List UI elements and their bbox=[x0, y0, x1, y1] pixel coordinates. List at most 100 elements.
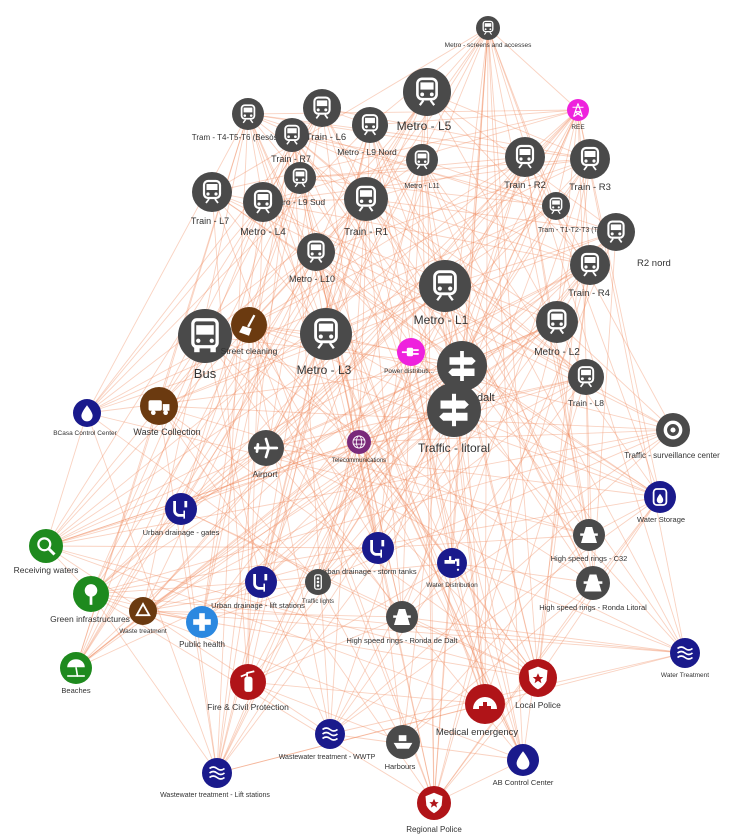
node-hsr-dalt[interactable]: High speed rings - Ronda de Dalt bbox=[347, 601, 459, 645]
node-bcasa[interactable]: BCasa Control Center bbox=[53, 399, 118, 437]
node-label: Waste Collection bbox=[133, 427, 200, 437]
node-metro-l5[interactable]: Metro - L5 bbox=[397, 68, 452, 133]
node-regional-police[interactable]: Regional Police bbox=[406, 786, 462, 834]
dependency-edge bbox=[142, 321, 558, 612]
node-power-dist[interactable]: Power distributi... bbox=[384, 338, 434, 375]
node-telecom[interactable]: Telecommunications bbox=[332, 430, 386, 464]
node-metro-access[interactable]: Metro - screens and accesses bbox=[445, 16, 532, 49]
node-ab-control[interactable]: AB Control Center bbox=[493, 744, 554, 787]
node-hsr-c32[interactable]: High speed rings - C32 bbox=[551, 519, 628, 563]
dependency-edge bbox=[247, 109, 579, 115]
node-label: Telecommunications bbox=[332, 458, 386, 464]
node-traffic-lights[interactable]: Traffic lights bbox=[302, 569, 334, 605]
dependency-edge bbox=[487, 27, 557, 207]
node-metro-l9n[interactable]: Metro - L9 Nord bbox=[337, 107, 397, 157]
train-icon bbox=[547, 309, 567, 335]
node-receiving-waters[interactable]: Receiving waters bbox=[14, 529, 79, 575]
bus-icon bbox=[191, 318, 219, 353]
dependency-edge bbox=[180, 508, 539, 679]
node-beaches[interactable]: Beaches bbox=[60, 652, 92, 695]
node-metro-l11[interactable]: Metro - L11 bbox=[404, 144, 440, 190]
node-ww-lift[interactable]: Wastewater treatment - Lift stations bbox=[160, 758, 270, 799]
node-wwtp[interactable]: Wastewater treatment - WWTP bbox=[279, 719, 376, 761]
dependency-edge bbox=[377, 109, 579, 549]
umbrella-icon bbox=[67, 659, 85, 677]
node-disc bbox=[129, 597, 157, 625]
dependency-edge bbox=[365, 198, 686, 654]
dependency-edge bbox=[158, 285, 446, 407]
dependency-edge bbox=[247, 562, 453, 683]
node-street-cleaning[interactable]: Street cleaning bbox=[221, 307, 278, 356]
node-waste-collection[interactable]: Waste Collection bbox=[133, 387, 201, 437]
dependency-edge bbox=[247, 113, 587, 378]
node-train-r3[interactable]: Train - R3 bbox=[569, 139, 611, 193]
node-hsr-litoral[interactable]: High speed rings - Ronda Litoral bbox=[539, 566, 647, 612]
node-traffic-surv[interactable]: Traffic - surveillance center bbox=[624, 413, 720, 460]
node-metro-l1[interactable]: Metro - L1 bbox=[414, 260, 471, 327]
dependency-edge bbox=[329, 652, 686, 735]
node-water-dist[interactable]: Water Distribution bbox=[426, 548, 478, 589]
dependency-edge bbox=[201, 201, 264, 623]
node-train-r6[interactable]: Train - L6 bbox=[303, 89, 346, 143]
node-disc bbox=[344, 177, 388, 221]
node-train-r4[interactable]: Train - R4 bbox=[568, 245, 610, 299]
node-train-l7[interactable]: Train - L7 bbox=[191, 172, 232, 226]
node-ree[interactable]: REE bbox=[567, 99, 589, 131]
node-disc bbox=[352, 107, 388, 143]
node-disc bbox=[243, 182, 283, 222]
dependency-edge bbox=[317, 581, 404, 743]
node-local-police[interactable]: Local Police bbox=[515, 659, 561, 710]
node-water-storage[interactable]: Water Storage bbox=[637, 481, 685, 524]
node-label: Metro - L9 Sud bbox=[269, 197, 325, 207]
node-tram-t4[interactable]: Tram - T4-T5-T6 (Besòs) bbox=[192, 98, 281, 142]
node-train-r2[interactable]: Train - R2 bbox=[504, 137, 546, 191]
node-water-treatment[interactable]: Water Treatment bbox=[661, 638, 709, 679]
node-bus[interactable]: Bus bbox=[178, 309, 232, 381]
node-metro-l10[interactable]: Metro - L10 bbox=[289, 233, 335, 284]
node-ud-gates[interactable]: Urban drainage - gates bbox=[143, 493, 220, 537]
node-metro-l3[interactable]: Metro - L3 bbox=[297, 308, 352, 377]
node-ud-storm[interactable]: Urban drainage - storm tanks bbox=[319, 532, 417, 576]
node-train-r7[interactable]: Train - R7 bbox=[271, 118, 311, 164]
dependency-edge bbox=[247, 681, 486, 705]
dependency-edge bbox=[216, 703, 486, 774]
dependency-edge bbox=[401, 351, 412, 618]
node-tram-t1[interactable]: Tram - T1-T2-T3 (Tram B... bbox=[538, 192, 622, 234]
dependency-edge bbox=[260, 251, 317, 583]
dependency-edge bbox=[216, 441, 360, 774]
node-airport[interactable]: Airport bbox=[248, 430, 284, 479]
node-disc bbox=[29, 529, 63, 563]
dependency-edge bbox=[556, 321, 674, 431]
node-waste-treatment[interactable]: Waste treatment bbox=[119, 597, 167, 635]
train-icon bbox=[515, 144, 535, 169]
node-train-r1[interactable]: Train - R1 bbox=[344, 177, 389, 238]
node-label: Fire & Civil Protection bbox=[207, 702, 289, 712]
drain-pipe-icon bbox=[253, 574, 268, 592]
node-harbours[interactable]: Harbours bbox=[385, 725, 420, 771]
node-label: Train - R3 bbox=[569, 182, 611, 193]
dependency-edge bbox=[204, 335, 403, 618]
node-fire[interactable]: Fire & Civil Protection bbox=[207, 664, 289, 712]
node-metro-l9s[interactable]: Metro - L9 Sud bbox=[269, 162, 325, 207]
node-public-health[interactable]: Public health bbox=[179, 606, 225, 649]
node-ud-lift[interactable]: Urban drainage - lift stations bbox=[211, 566, 305, 610]
dependency-edge bbox=[444, 231, 617, 287]
node-disc bbox=[419, 260, 471, 312]
water-drop-icon bbox=[516, 751, 530, 770]
node-train-r2n[interactable]: R2 nord bbox=[597, 213, 671, 269]
node-metro-l2[interactable]: Metro - L2 bbox=[534, 301, 580, 358]
dependency-edge bbox=[453, 409, 661, 498]
dependency-edge bbox=[487, 27, 579, 111]
dependency-edge bbox=[75, 324, 250, 669]
node-train-l8[interactable]: Train - L8 bbox=[568, 359, 604, 408]
node-traffic-litoral[interactable]: Traffic - litoral bbox=[418, 383, 490, 455]
node-medical[interactable]: Medical emergency bbox=[436, 684, 519, 738]
dependency-edge bbox=[158, 405, 590, 536]
node-metro-l4[interactable]: Metro - L4 bbox=[240, 182, 286, 238]
water-drop-icon bbox=[81, 405, 93, 422]
dependency-edge bbox=[444, 109, 579, 287]
dependency-edge bbox=[315, 251, 463, 367]
dependency-edge bbox=[158, 201, 264, 407]
node-green-infra[interactable]: Green infrastructures bbox=[50, 576, 130, 624]
dependency-edge bbox=[421, 159, 557, 207]
